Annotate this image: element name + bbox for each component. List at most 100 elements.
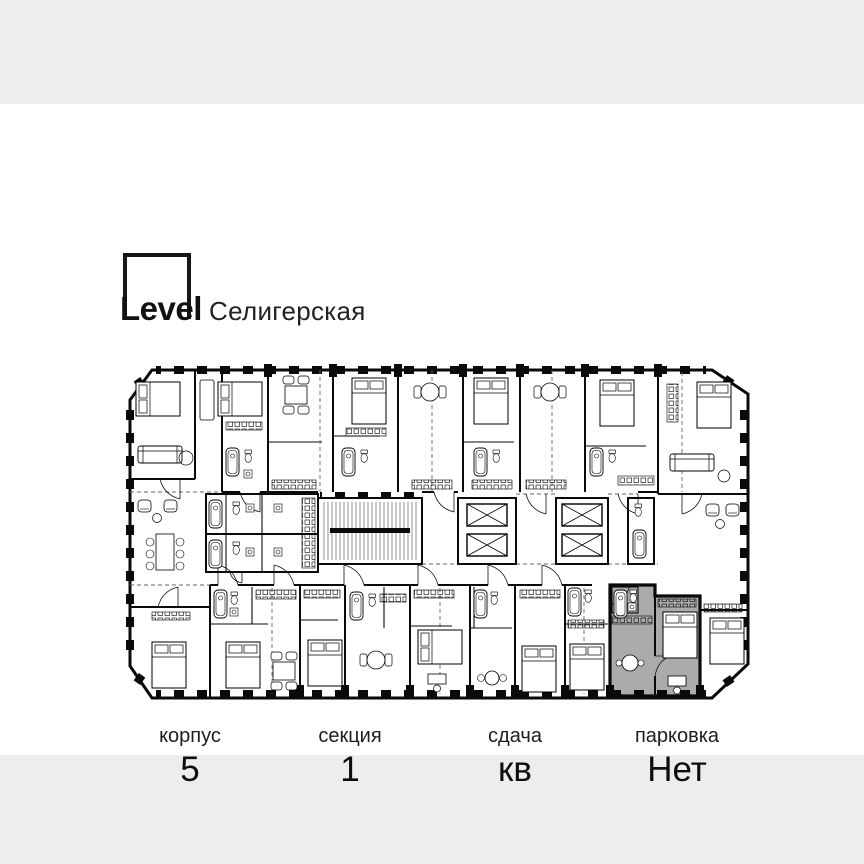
armchair-icon [705, 503, 720, 517]
round-table-icon [533, 382, 567, 402]
wardrobe [657, 598, 697, 608]
bed-icon [351, 377, 387, 425]
floor-plan [126, 364, 750, 700]
walls-bottom-band [130, 585, 748, 698]
bed-icon [473, 377, 509, 425]
building-outline [126, 366, 750, 700]
bathtub-icon [632, 529, 647, 559]
toilet-icon [629, 589, 637, 603]
level-logo-square [123, 253, 191, 319]
elevator-icon [561, 533, 603, 557]
bathtub-icon [208, 539, 223, 569]
selected-apartment-interior [611, 586, 698, 696]
param-label: секция [318, 725, 382, 747]
bathtub-icon [349, 591, 364, 621]
elevator-icon [466, 533, 508, 557]
windows-right [740, 402, 748, 662]
project-name: Селигерская [209, 296, 366, 326]
table-icon [621, 654, 639, 672]
bed-icon [135, 381, 181, 417]
armchair-icon [725, 503, 740, 517]
bed-icon [709, 617, 745, 665]
param-building: корпус 5 [105, 724, 275, 787]
bathtub-icon [589, 447, 604, 477]
walls-top-band [130, 370, 748, 495]
kitchen-counter [611, 615, 653, 625]
sofa-icon [669, 453, 715, 472]
toilet-icon [490, 591, 498, 605]
elevator-bank-1 [457, 497, 517, 565]
windows-bottom [156, 690, 706, 698]
round-table-icon [413, 382, 447, 402]
sink-icon [243, 469, 253, 479]
staircase [317, 492, 423, 565]
toilet-icon [608, 449, 616, 463]
dining-table-icon [155, 533, 175, 571]
sofa-icon [199, 379, 215, 421]
core-wc-room [627, 497, 655, 565]
utility-block [205, 493, 319, 573]
toilet-icon [232, 541, 240, 555]
content-card: Level Селигерская [0, 104, 864, 787]
armchair-icon [163, 499, 178, 513]
wing-lounges [137, 499, 740, 571]
toilet-icon [634, 503, 642, 517]
sink-icon [229, 607, 239, 617]
level-logo-text: Level [120, 290, 202, 327]
elevator-bank-2 [555, 497, 609, 565]
bed-icon [662, 611, 698, 659]
param-label: корпус [159, 725, 221, 747]
kitchen-counter [271, 479, 317, 490]
bathtub-icon [613, 589, 628, 619]
bathtub-icon [213, 589, 228, 619]
bathtub-icon [567, 587, 582, 617]
bed-icon [225, 641, 261, 689]
bathtub-icon [473, 589, 488, 619]
param-value: 5 [180, 750, 200, 789]
param-label: парковка [634, 725, 720, 747]
toilet-icon [584, 589, 592, 603]
windows-top [156, 366, 706, 374]
dining-table-icon [282, 375, 310, 415]
toilet-icon [492, 449, 500, 463]
sink-icon [273, 503, 283, 513]
bathtub-icon [208, 499, 223, 529]
armchair-icon [137, 499, 152, 513]
bed-icon [151, 641, 187, 689]
param-value: кв [498, 750, 532, 789]
bed-icon [696, 381, 732, 429]
toilet-icon [230, 591, 238, 605]
round-table-icon [359, 650, 393, 670]
bathtub-icon [341, 447, 356, 477]
toilet-icon [368, 593, 376, 607]
furniture-top [135, 375, 732, 490]
bed-icon [521, 645, 557, 693]
param-section: секция 1 [265, 724, 435, 787]
bathtub-icon [225, 447, 240, 477]
windows-left [126, 402, 134, 662]
bed-icon [599, 379, 635, 427]
param-value: 1 [340, 750, 360, 789]
elevator-icon [561, 503, 603, 527]
sofa-icon [137, 445, 183, 464]
param-delivery: сдача кв [430, 724, 600, 787]
bathtub-icon [473, 447, 488, 477]
desk-icon [427, 673, 447, 693]
sink-icon [245, 503, 255, 513]
walls-top-partitions [268, 435, 646, 447]
bed-icon [217, 381, 263, 417]
sink-icon [245, 547, 255, 557]
sink-icon [273, 547, 283, 557]
elevator-icon [466, 503, 508, 527]
toilet-icon [244, 449, 252, 463]
bed-icon [307, 639, 343, 687]
furniture-bottom [151, 587, 745, 693]
bed-icon [417, 629, 463, 665]
param-parking: парковка Нет [592, 724, 762, 787]
kitchen-counter [255, 589, 297, 600]
toilet-icon [360, 449, 368, 463]
param-label: сдача [488, 725, 542, 747]
table-icon [484, 670, 500, 686]
sink-icon [627, 602, 637, 612]
